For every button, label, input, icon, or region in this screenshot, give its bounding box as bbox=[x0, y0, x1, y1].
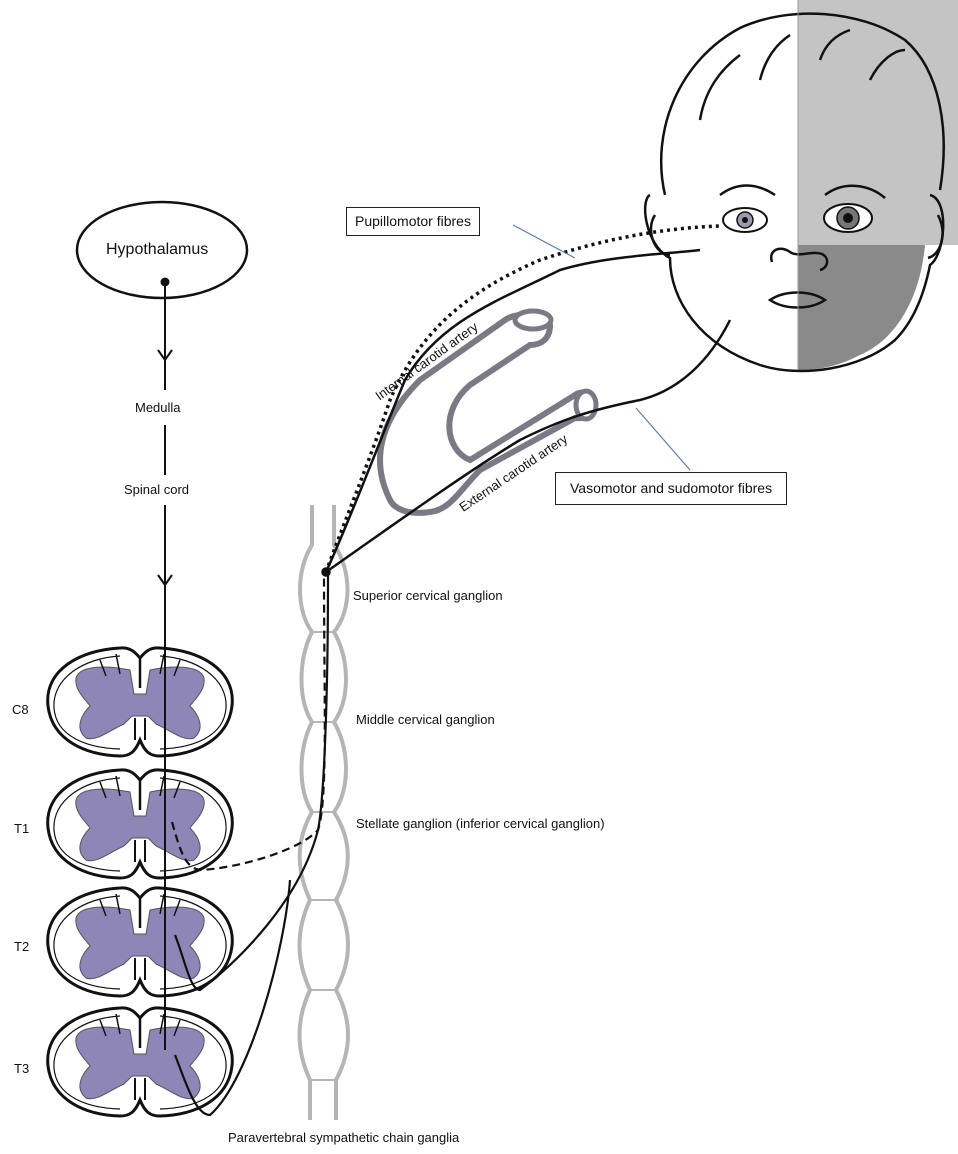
infant-face bbox=[645, 0, 958, 371]
cord-section-t1 bbox=[48, 770, 233, 878]
c8-label: C8 bbox=[12, 703, 29, 716]
t2-label: T2 bbox=[14, 940, 29, 953]
superior-ganglion-label: Superior cervical ganglion bbox=[353, 589, 503, 602]
t3-label: T3 bbox=[14, 1062, 29, 1075]
spinal-cord-label: Spinal cord bbox=[124, 483, 189, 496]
cord-section-c8 bbox=[48, 648, 233, 756]
vasomotor-box: Vasomotor and sudomotor fibres bbox=[555, 472, 787, 505]
chain-label: Paravertebral sympathetic chain ganglia bbox=[228, 1131, 459, 1144]
cord-section-t2 bbox=[48, 888, 233, 996]
stellate-ganglion-label: Stellate ganglion (inferior cervical gan… bbox=[356, 817, 605, 830]
cord-section-t3 bbox=[48, 1008, 233, 1116]
hypothalamus-label: Hypothalamus bbox=[106, 242, 208, 258]
middle-ganglion-label: Middle cervical ganglion bbox=[356, 713, 495, 726]
t1-label: T1 bbox=[14, 822, 29, 835]
pupillomotor-box: Pupillomotor fibres bbox=[346, 207, 480, 236]
medulla-label: Medulla bbox=[135, 401, 181, 414]
